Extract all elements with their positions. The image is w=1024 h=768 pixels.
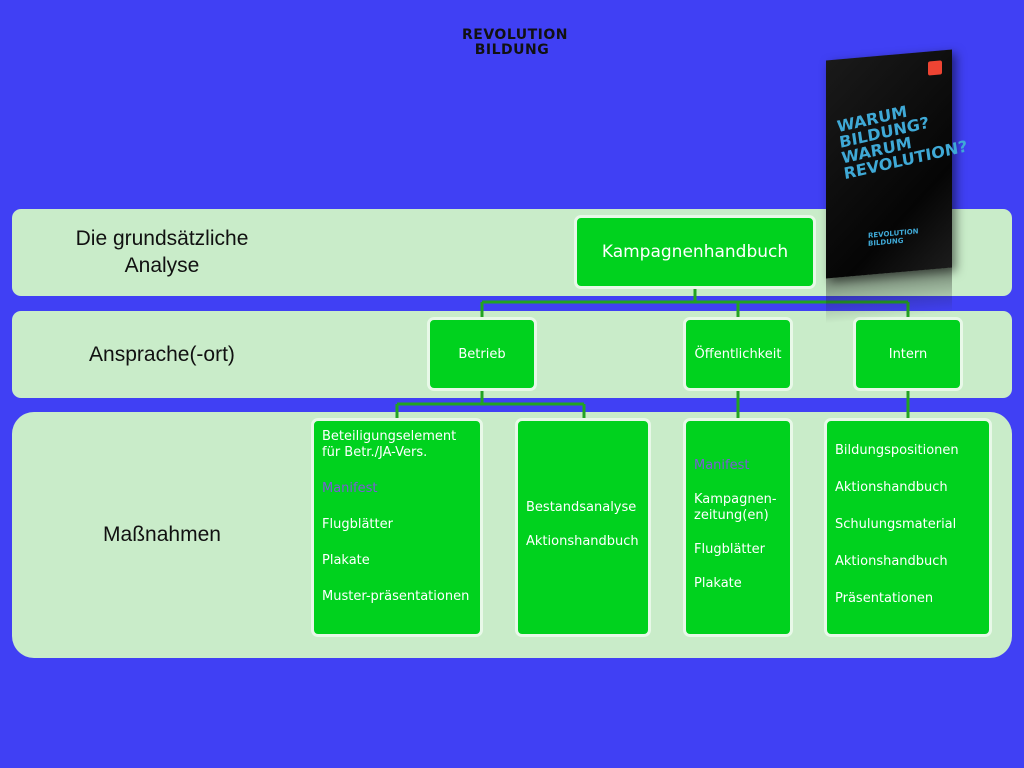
node-oeffentlichkeit-label: Öffentlichkeit <box>694 346 782 362</box>
row-label-measures: Maßnahmen <box>103 523 221 546</box>
node-kampagnenhandbuch: Kampagnenhandbuch <box>574 215 816 289</box>
row-label-analysis: Die grundsätzliche Analyse <box>75 227 249 277</box>
list-item: Beteiligungselement für Betr./JA-Vers. <box>322 429 457 460</box>
node-list-intern: Bildungspositionen Aktionshandbuch Schul… <box>824 418 992 637</box>
list-item: Bestandsanalyse <box>526 499 637 515</box>
node-list-betrieb-b: Bestandsanalyse Aktionshandbuch <box>515 418 651 637</box>
list-item: Muster-präsentationen <box>322 589 470 604</box>
node-list-betrieb-a: Beteiligungselement für Betr./JA-Vers. M… <box>311 418 483 637</box>
node-betrieb-label: Betrieb <box>458 346 506 362</box>
node-intern: Intern <box>853 317 963 391</box>
book-badge-icon <box>928 60 942 76</box>
list-item: Plakate <box>694 575 742 591</box>
revolution-bildung-logo: REVOLUTION BILDUNG <box>462 27 569 58</box>
list-item: Aktionshandbuch <box>835 553 948 569</box>
node-betrieb: Betrieb <box>427 317 537 391</box>
node-kampagnenhandbuch-label: Kampagnenhandbuch <box>601 242 789 262</box>
book-title: WARUM BILDUNG? WARUM REVOLUTION? <box>835 101 969 184</box>
logo-line-1: REVOLUTION <box>462 27 569 43</box>
list-item: Präsentationen <box>835 590 934 606</box>
list-item: Flugblätter <box>694 541 765 557</box>
list-item: Manifest <box>694 457 750 473</box>
list-item: Plakate <box>322 553 370 568</box>
list-item: Manifest <box>322 481 378 496</box>
list-item: Flugblätter <box>322 517 393 532</box>
list-item: Bildungspositionen <box>835 442 959 458</box>
list-item: Aktionshandbuch <box>835 479 948 495</box>
node-oeffentlichkeit: Öffentlichkeit <box>683 317 793 391</box>
book-cover-image: WARUM BILDUNG? WARUM REVOLUTION? REVOLUT… <box>826 49 969 279</box>
node-list-oeffentlichkeit: Manifest Kampagnen-zeitung(en) Flugblätt… <box>683 418 793 637</box>
node-intern-label: Intern <box>888 346 928 362</box>
book-footer: REVOLUTION BILDUNG <box>868 227 919 248</box>
list-item: Kampagnen-zeitung(en) <box>694 491 777 523</box>
logo-line-2: BILDUNG <box>474 42 550 58</box>
list-item: Schulungsmaterial <box>835 516 957 532</box>
list-item: Aktionshandbuch <box>526 533 639 549</box>
row-label-target: Ansprache(-ort) <box>89 343 235 366</box>
